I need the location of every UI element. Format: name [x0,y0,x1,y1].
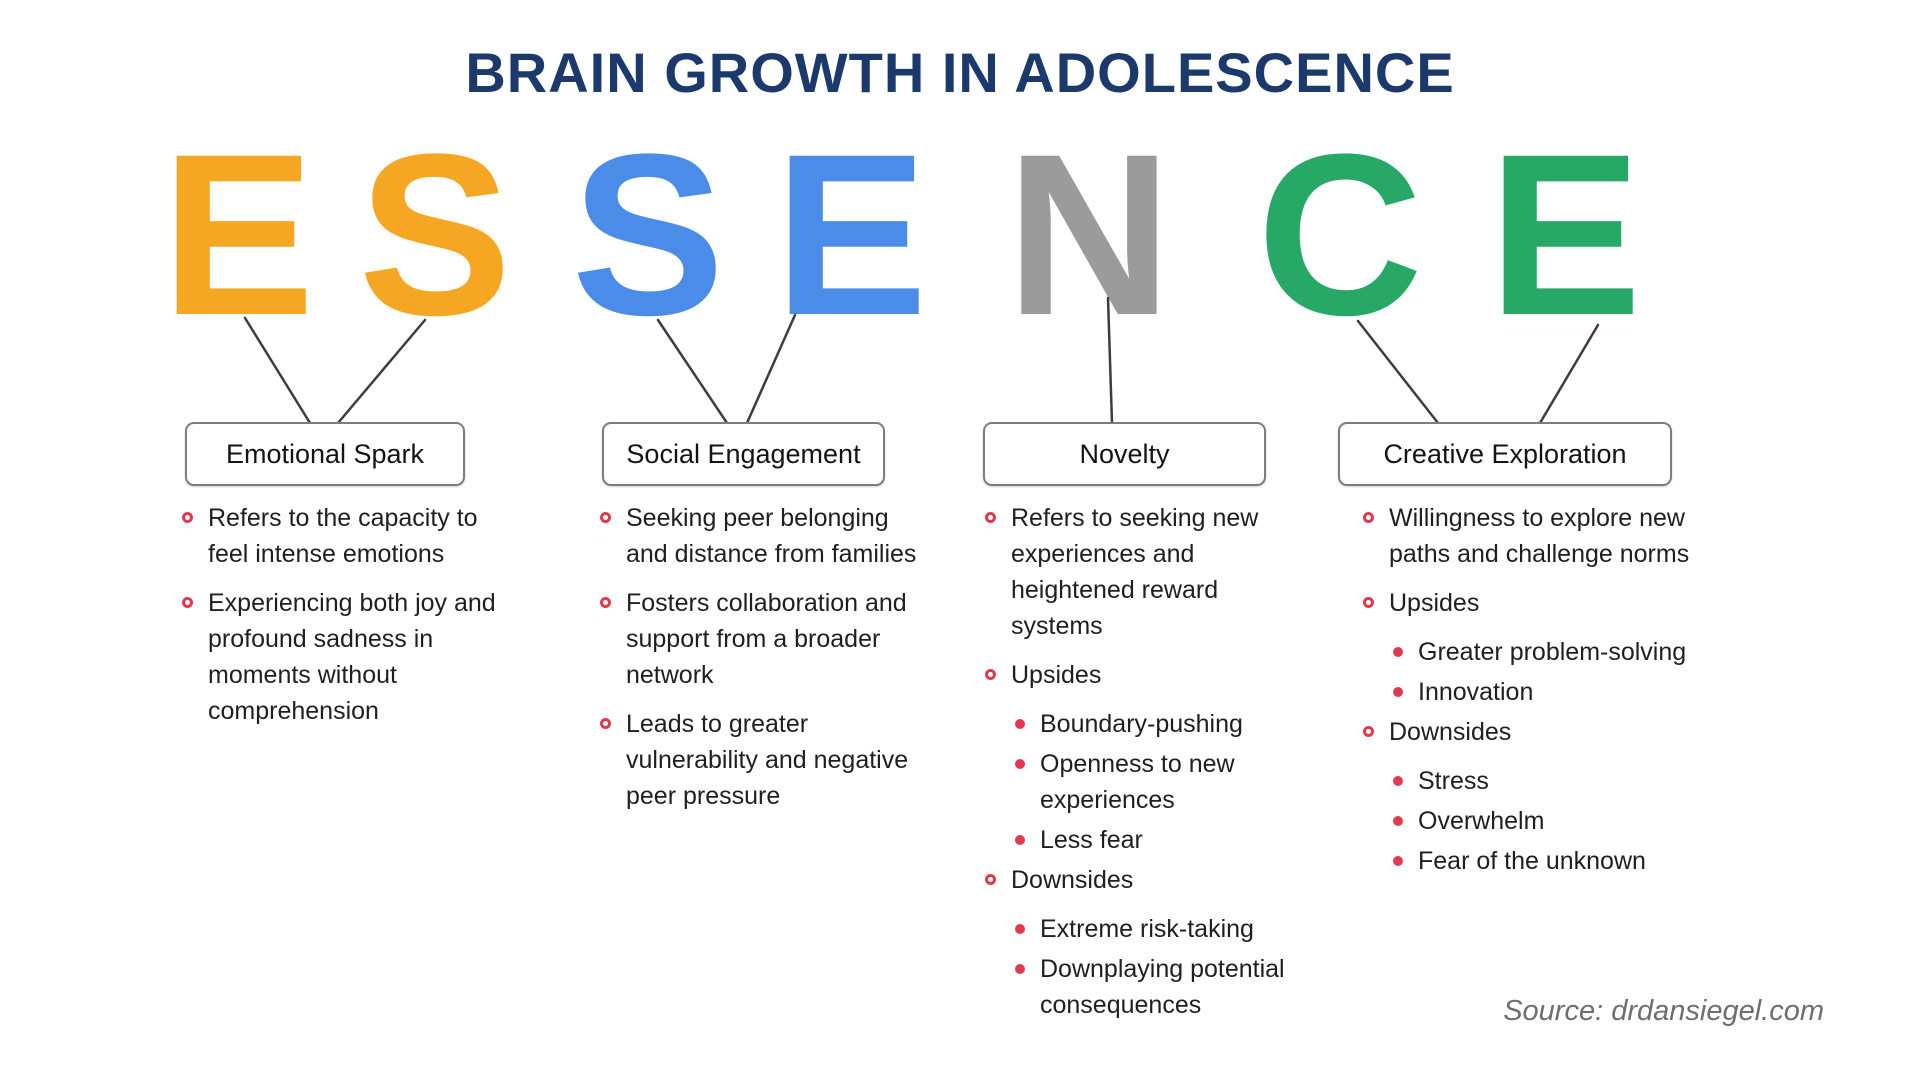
bullet-icon [182,597,193,608]
list-item: Refers to the capacity to feel intense e… [182,500,512,572]
sub-bullet-icon [1015,964,1025,974]
list-item: Upsides [985,657,1315,693]
bullet-list-social-engagement: Seeking peer belonging and distance from… [600,500,930,827]
category-box-emotional-spark: Emotional Spark [185,422,465,486]
sub-bullet-icon [1015,835,1025,845]
sub-bullet-icon [1393,687,1403,697]
category-box-social-engagement: Social Engagement [602,422,885,486]
list-item: Extreme risk-taking [985,911,1315,947]
category-label: Emotional Spark [225,438,425,469]
page-title: BRAIN GROWTH IN ADOLESCENCE [465,41,1455,104]
acronym-letter-e3: E [1488,106,1642,363]
list-item: Greater problem-solving [1363,634,1703,670]
bullet-icon [600,718,611,729]
bullet-icon [985,512,996,523]
list-item: Willingness to explore new paths and cha… [1363,500,1703,572]
bullet-list-creative-exploration: Willingness to explore new paths and cha… [1363,500,1703,883]
acronym-letter-s2: S [571,106,725,363]
bullet-icon [985,874,996,885]
category-label: Social Engagement [626,438,861,469]
list-item: Seeking peer belonging and distance from… [600,500,930,572]
bullet-icon [182,512,193,523]
list-item: Upsides [1363,585,1703,621]
list-item: Downplaying potential consequences [985,951,1315,1023]
list-item: Experiencing both joy and profound sadne… [182,585,512,729]
acronym-letter-n: N [1005,106,1173,363]
bullet-icon [1363,512,1374,523]
acronym-letter-s1: S [358,106,512,363]
list-item: Leads to greater vulnerability and negat… [600,706,930,814]
category-box-creative-exploration: Creative Exploration [1338,422,1672,486]
acronym-letter-e1: E [161,106,315,363]
list-item: Downsides [1363,714,1703,750]
category-label: Novelty [1079,438,1170,469]
bullet-list-novelty: Refers to seeking new experiences and he… [985,500,1315,1027]
sub-bullet-icon [1015,924,1025,934]
list-item: Less fear [985,822,1315,858]
list-item: Fosters collaboration and support from a… [600,585,930,693]
category-box-novelty: Novelty [983,422,1266,486]
list-item: Downsides [985,862,1315,898]
list-item: Refers to seeking new experiences and he… [985,500,1315,644]
sub-bullet-icon [1393,776,1403,786]
list-item: Fear of the unknown [1363,843,1703,879]
acronym-letter-c: C [1256,106,1424,363]
category-label: Creative Exploration [1383,438,1627,469]
bullet-icon [985,669,996,680]
bullet-list-emotional-spark: Refers to the capacity to feel intense e… [182,500,512,742]
sub-bullet-icon [1015,719,1025,729]
source-credit: Source: drdansiegel.com [1503,995,1824,1027]
bullet-icon [600,512,611,523]
sub-bullet-icon [1393,647,1403,657]
list-item: Stress [1363,763,1703,799]
list-item: Openness to new experiences [985,746,1315,818]
list-item: Innovation [1363,674,1703,710]
bullet-icon [600,597,611,608]
list-item: Boundary-pushing [985,706,1315,742]
sub-bullet-icon [1015,759,1025,769]
list-item: Overwhelm [1363,803,1703,839]
sub-bullet-icon [1393,816,1403,826]
sub-bullet-icon [1393,856,1403,866]
bullet-icon [1363,726,1374,737]
bullet-icon [1363,597,1374,608]
acronym-letter-e2: E [774,106,928,363]
